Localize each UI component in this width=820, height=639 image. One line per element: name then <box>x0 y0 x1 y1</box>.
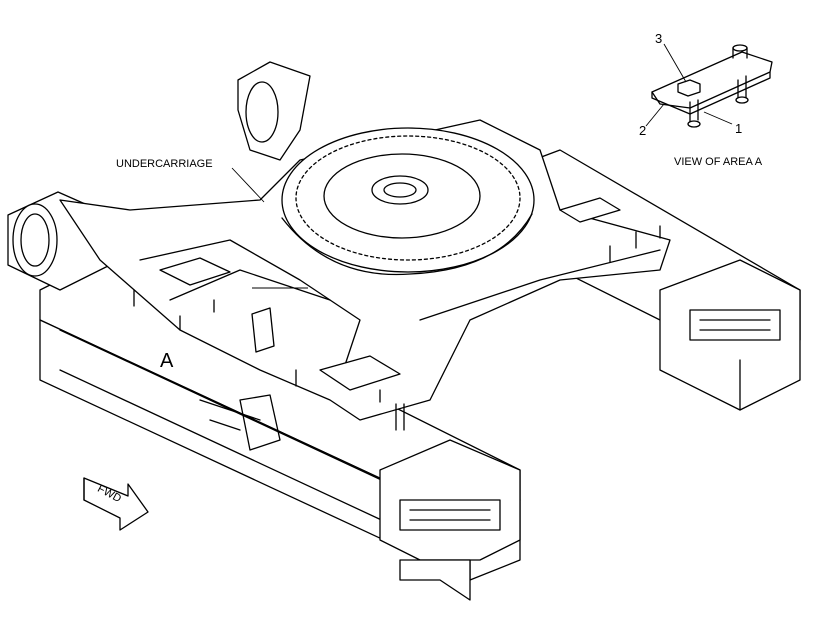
mount-pad-front <box>319 355 401 391</box>
bolt-studs <box>133 225 661 431</box>
leader-undercarriage <box>231 167 265 203</box>
detail-pin <box>737 75 747 101</box>
mount-pad-right <box>559 197 621 223</box>
leader-callout-3 <box>663 43 687 83</box>
forward-arrow <box>83 477 149 531</box>
undercarriage-frame <box>7 61 801 601</box>
swing-bearing-teeth <box>295 135 521 261</box>
left-idler-bore <box>12 203 58 277</box>
detail-view-area-a <box>645 43 773 128</box>
leader-callout-2 <box>645 103 665 127</box>
leader-callout-1 <box>703 111 733 125</box>
detail-nut <box>677 79 701 97</box>
detail-bolt-head <box>732 44 748 52</box>
detail-stud <box>689 99 699 125</box>
callout-3: 3 <box>655 31 662 46</box>
center-block <box>251 307 275 353</box>
mount-pad-left <box>159 257 231 286</box>
callout-1: 1 <box>735 121 742 136</box>
center-hub <box>371 175 429 205</box>
callout-2: 2 <box>639 123 646 138</box>
view-of-area-label: VIEW OF AREA A <box>674 156 763 168</box>
area-a-marker: A <box>160 350 174 372</box>
right-rear-bracket <box>237 61 311 161</box>
undercarriage-label: UNDERCARRIAGE <box>116 158 213 170</box>
detail-plate <box>651 51 773 109</box>
